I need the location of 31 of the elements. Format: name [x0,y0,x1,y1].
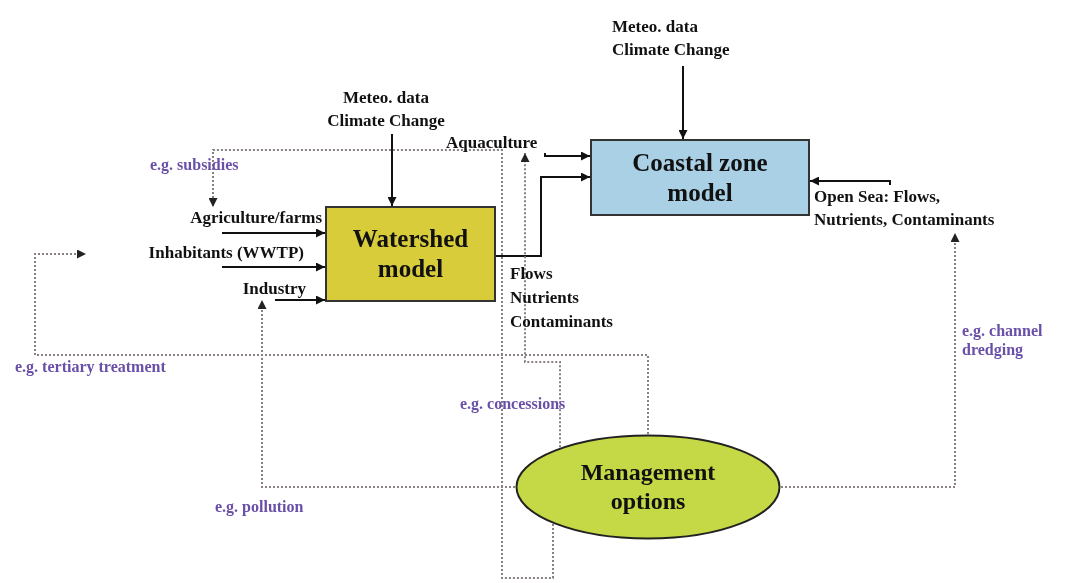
node-title: Watershed model [351,224,470,284]
edge-label: e.g. concessions [460,394,567,414]
input-label: Aquaculture [446,132,538,154]
model-box [590,139,810,216]
arrow [809,176,891,186]
arrow [544,151,591,161]
input-label: Meteo. data Climate Change [326,87,446,132]
arrow [495,172,591,257]
arrow [387,133,397,207]
dotted-arrow [257,299,516,488]
dotted-arrow [208,149,554,579]
input-label: Meteo. data Climate Change [612,16,731,61]
edge-label: e.g. subsidies [150,155,240,175]
node-title: Management options [579,458,717,516]
node-title: Coastal zone model [631,147,769,208]
arrow [221,228,326,238]
input-label: Inhabitants (WWTP) [148,242,304,264]
arrow [274,295,326,305]
edge-label: e.g. pollution [215,497,305,517]
dotted-arrow [34,249,649,435]
edge-label: Flows Nutrients Contaminants [510,263,614,333]
arrow [678,65,688,140]
dotted-arrow [520,152,561,449]
arrow [221,262,326,272]
input-label: Agriculture/farms [190,207,322,229]
dotted-arrow [780,232,960,488]
input-label: Open Sea: Flows, Nutrients, Contaminants [814,186,996,231]
edge-label: e.g. channel dredging [962,321,1044,360]
input-label: Industry [242,278,306,300]
model-box [325,206,496,302]
edge-label: e.g. tertiary treatment [15,357,167,377]
